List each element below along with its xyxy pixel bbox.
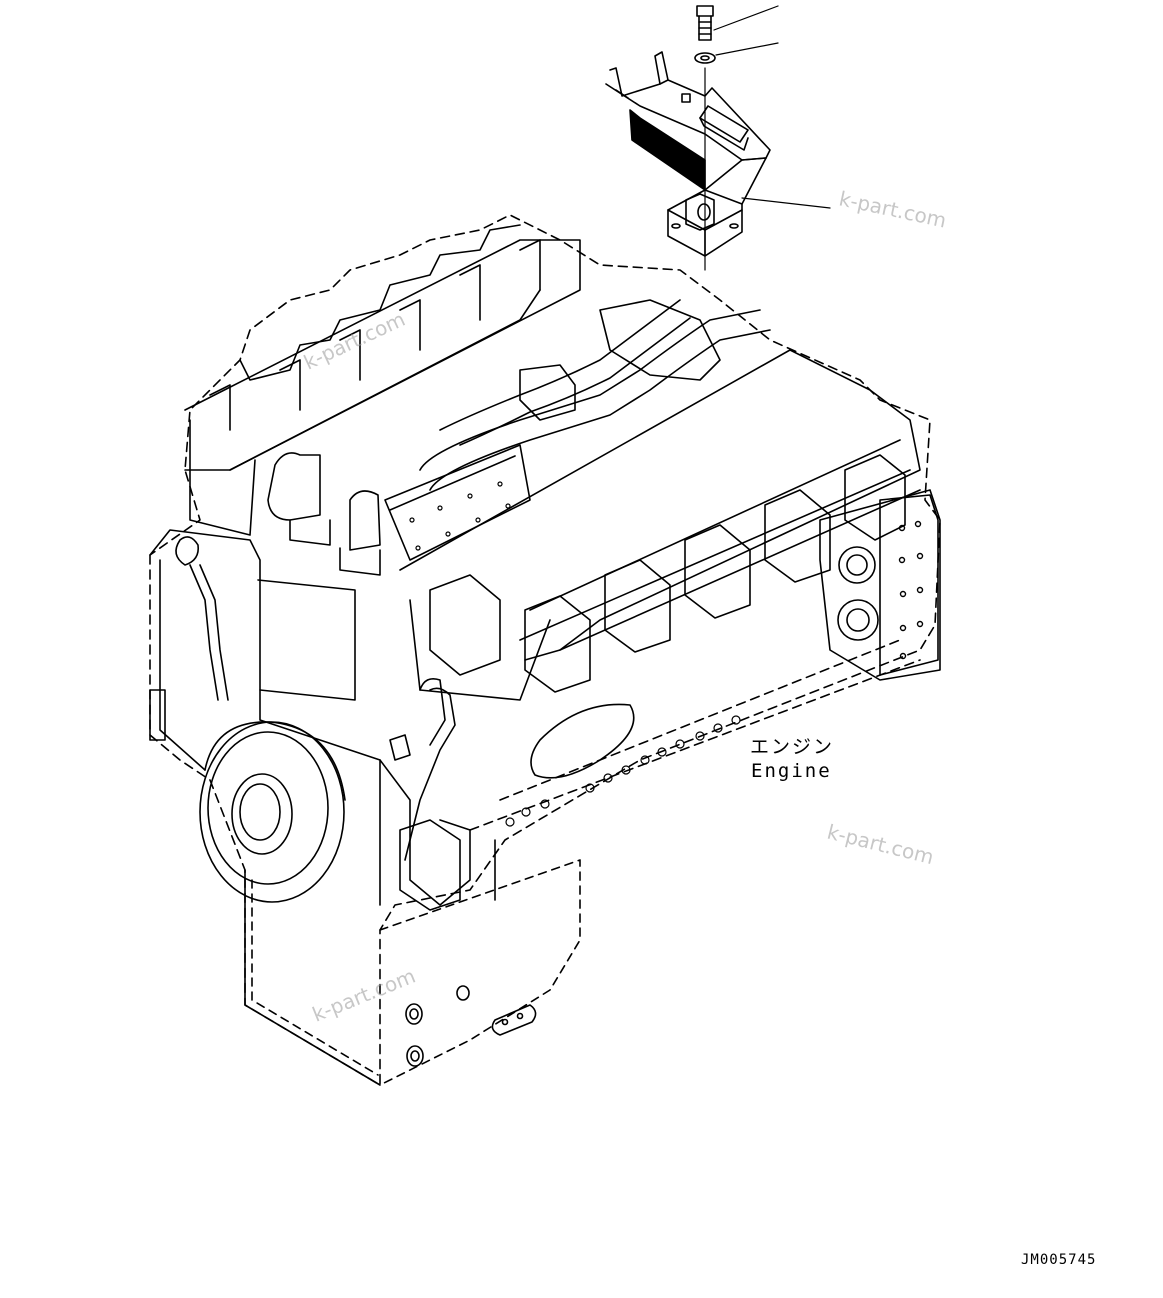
watermarks: k-part.com k-part.com k-part.com k-part.… <box>300 186 948 1026</box>
bracket <box>605 51 771 257</box>
washer <box>694 52 716 64</box>
engine-label-jp: エンジン <box>750 736 835 758</box>
engine-block <box>149 214 941 1086</box>
watermark-1: k-part.com <box>837 186 949 232</box>
watermark-4: k-part.com <box>309 964 419 1027</box>
watermark-3: k-part.com <box>825 820 936 870</box>
drawing-code: JM005745 <box>1021 1252 1097 1268</box>
bolt <box>696 5 714 41</box>
damper-pulley <box>199 721 346 903</box>
engine-label-en: Engine <box>751 760 832 782</box>
